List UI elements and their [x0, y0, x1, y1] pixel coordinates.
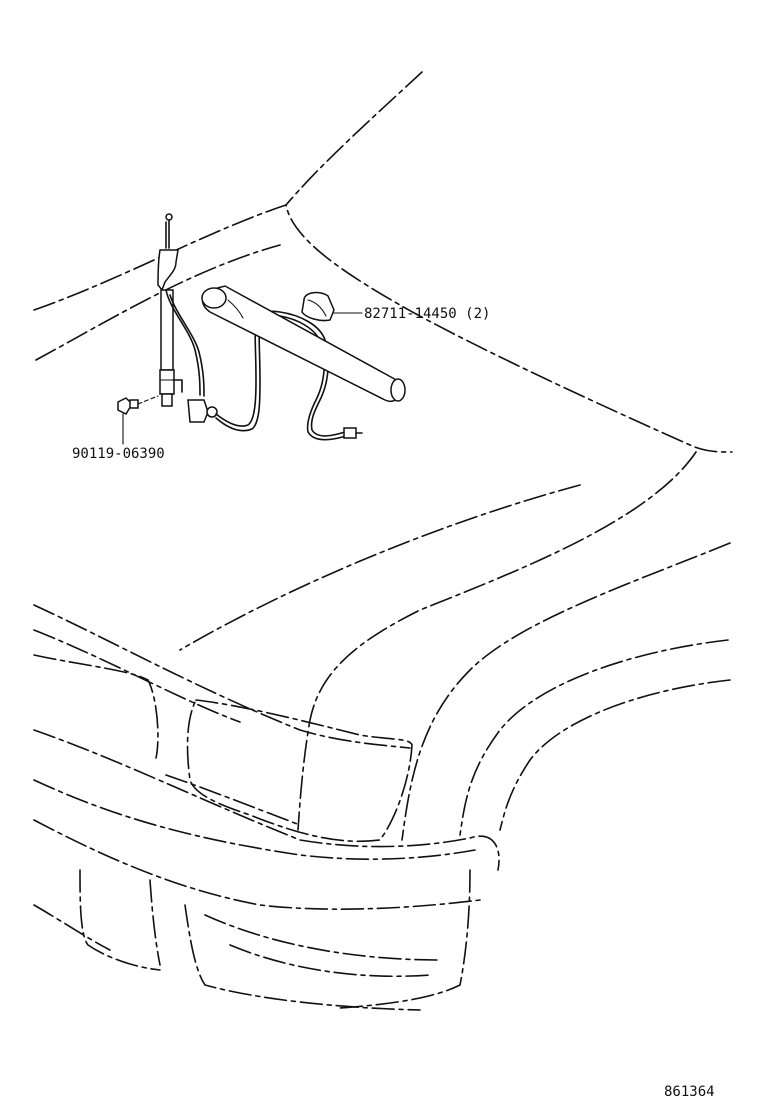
screw-part [117, 395, 159, 445]
callout-label-clamp: 82711-14450 (2) [364, 306, 490, 322]
vehicle-body-outline [33, 71, 733, 1011]
antenna-tube [201, 285, 406, 402]
callout-label-screw: 90119-06390 [72, 446, 165, 462]
illustration-code: 861364 [664, 1084, 715, 1100]
clamp-part [301, 291, 363, 322]
